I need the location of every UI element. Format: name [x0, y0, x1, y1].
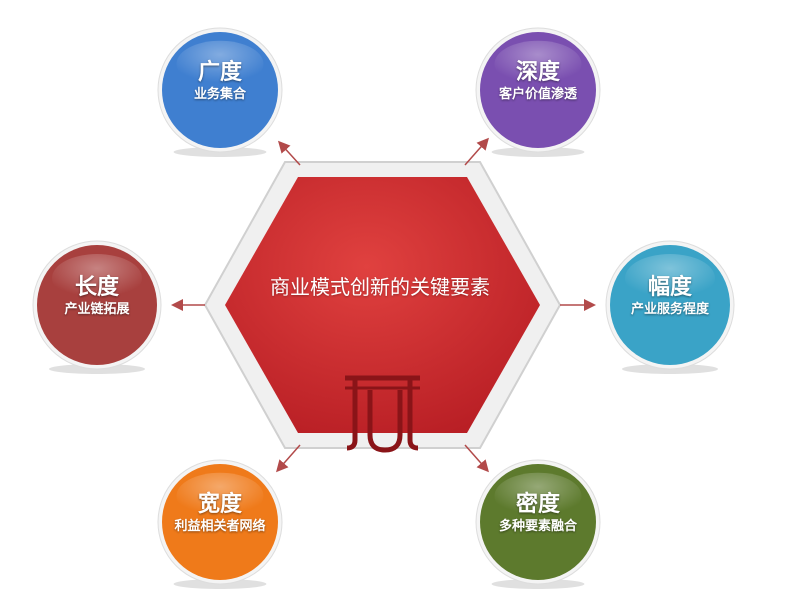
node-label-fu: 幅度产业服务程度	[610, 275, 730, 319]
node-subtitle: 产业链拓展	[64, 302, 130, 317]
node-title: 幅度	[647, 275, 692, 300]
node-gloss	[494, 40, 582, 88]
arrow-to-guang	[277, 140, 301, 166]
arrow-to-kuan	[276, 444, 301, 473]
node-title: 宽度	[197, 492, 242, 517]
node-title: 长度	[74, 275, 119, 300]
central-hexagon	[225, 177, 540, 433]
node-gloss	[52, 254, 142, 302]
node-label-shen: 深度客户价值渗透	[478, 60, 598, 104]
node-label-mi: 密度多种要素融合	[478, 492, 598, 536]
node-label-kuan: 宽度利益相关者网络	[160, 492, 280, 536]
node-subtitle: 业务集合	[193, 87, 246, 102]
node-gloss	[176, 40, 264, 88]
node-gloss	[494, 472, 582, 520]
node-label-guang: 广度业务集合	[160, 60, 280, 104]
connector-arrows	[171, 137, 596, 473]
node-subtitle: 产业服务程度	[630, 302, 709, 317]
arrow-to-mi	[464, 444, 489, 473]
center-title: 商业模式创新的关键要素	[270, 275, 490, 299]
node-title: 广度	[197, 60, 242, 85]
node-gloss	[176, 472, 264, 520]
node-title: 密度	[515, 492, 560, 517]
node-label-chang: 长度产业链拓展	[37, 275, 157, 319]
arrow-to-shen	[464, 137, 489, 166]
node-subtitle: 利益相关者网络	[174, 519, 266, 534]
company-logo	[345, 375, 420, 453]
node-gloss	[625, 254, 715, 302]
node-title: 深度	[515, 60, 560, 85]
node-subtitle: 客户价值渗透	[498, 87, 577, 102]
node-subtitle: 多种要素融合	[498, 519, 577, 534]
